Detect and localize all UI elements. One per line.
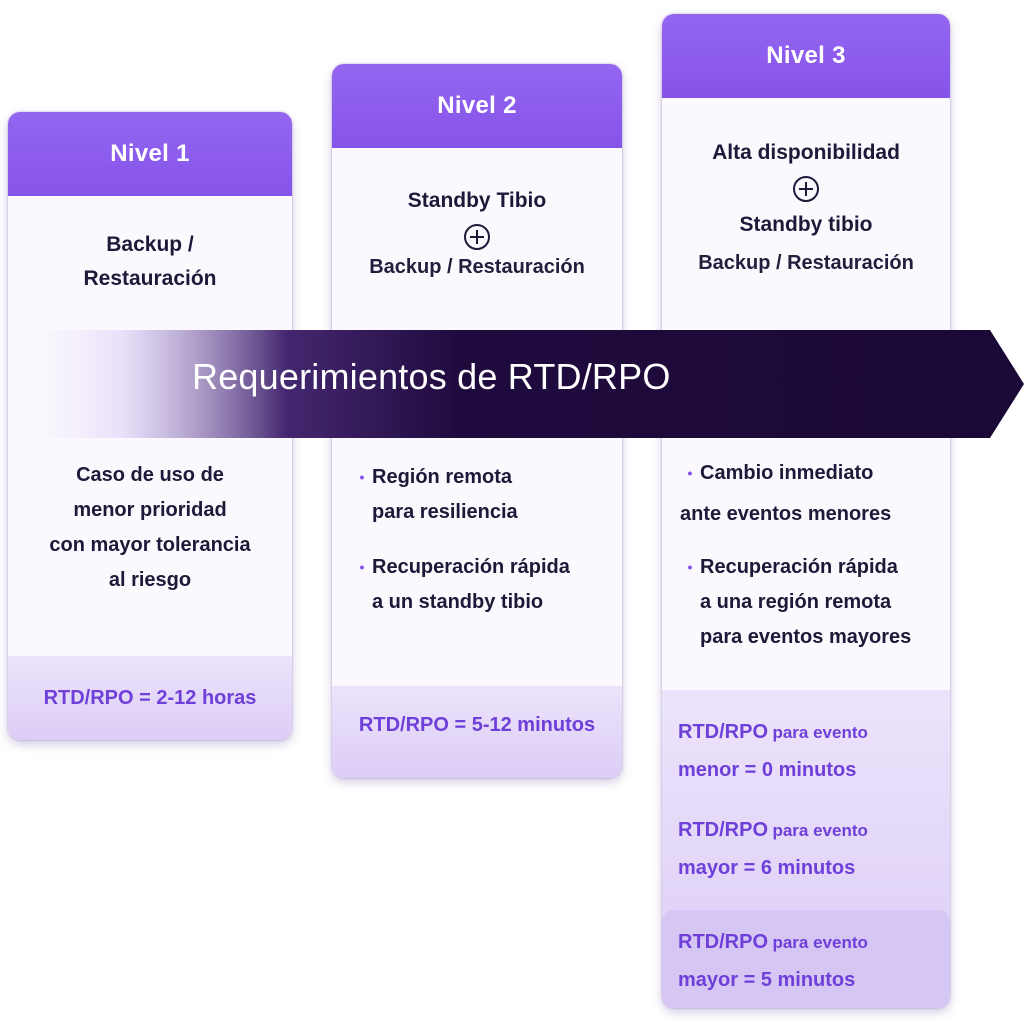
level-3-card: Nivel 3 Alta disponibilidad Standby tibi… (662, 14, 950, 1008)
level-1-header: Nivel 1 (8, 112, 292, 196)
rtd-rpo-suffix: para evento (772, 723, 868, 742)
bullet-line: ante eventos menores (680, 503, 892, 525)
rtd-rpo-label: RTD/RPO (678, 931, 768, 953)
plus-icon (662, 170, 950, 208)
rtd-rpo-label: RTD/RPO (678, 819, 768, 841)
rtd-rpo-label: RTD/RPO (678, 721, 768, 743)
level-1-card: Nivel 1 Backup / Restauración Caso de us… (8, 112, 292, 740)
level-1-description-line: al riesgo (108, 569, 192, 591)
level-1-title: Backup / Restauración (8, 228, 292, 296)
level-1-footer: RTD/RPO = 2-12 horas (8, 656, 292, 740)
level-1-rtd-rpo: RTD/RPO = 2-12 horas (43, 686, 257, 709)
bullet-line: para resiliencia (372, 501, 518, 523)
bullet-line: para eventos mayores (700, 626, 912, 648)
level-2-subtitle: Backup / Restauración (369, 256, 585, 278)
level-1-description-line: con mayor tolerancia (49, 534, 251, 556)
level-1-title-line: Restauración (83, 267, 217, 290)
requirements-title: Requerimientos de RTD/RPO (192, 356, 671, 397)
bullet-icon: • (687, 465, 693, 481)
bullet-line: Recuperación rápida (372, 556, 570, 578)
level-2-bullets: • Región remota para resiliencia • Recup… (332, 460, 622, 620)
bullet-line: Región remota (372, 466, 513, 488)
level-3-subtitle: Backup / Restauración (698, 252, 914, 274)
bullet-line: a una región remota (700, 591, 892, 613)
rtd-rpo-suffix: para evento (772, 821, 868, 840)
level-1-description-line: menor prioridad (73, 499, 227, 521)
level-3-title-block: Alta disponibilidad Standby tibio Backup… (662, 136, 950, 275)
level-2-rtd-rpo: RTD/RPO = 5-12 minutos (358, 714, 596, 736)
rtd-rpo-event-3: RTD/RPO para evento mayor = 5 minutos (662, 910, 950, 1008)
level-3-title-2: Standby tibio (739, 213, 873, 236)
rtd-rpo-value: menor = 0 minutos (678, 759, 857, 781)
bullet-icon: • (687, 559, 693, 575)
level-2-title: Standby Tibio (407, 189, 547, 212)
level-1-description: Caso de uso de menor prioridad con mayor… (8, 458, 292, 598)
plus-icon (332, 218, 622, 256)
bullet-line: Recuperación rápida (700, 556, 898, 578)
rtd-rpo-event-1: RTD/RPO para evento menor = 0 minutos (662, 714, 950, 788)
rtd-rpo-event-2: RTD/RPO para evento mayor = 6 minutos (662, 812, 950, 886)
level-3-bullets: • Cambio inmediato ante eventos menores … (662, 456, 950, 655)
bullet-item: • Región remota para resiliencia (352, 460, 622, 530)
bullet-icon: • (359, 559, 365, 575)
level-3-footer: RTD/RPO para evento menor = 0 minutos RT… (662, 690, 950, 1008)
bullet-icon: • (359, 469, 365, 485)
level-3-title: Alta disponibilidad (712, 141, 900, 164)
bullet-item: • Recuperación rápida a un standby tibio (352, 550, 622, 620)
level-3-header: Nivel 3 (662, 14, 950, 98)
bullet-item: • Recuperación rápida a una región remot… (680, 550, 950, 655)
level-2-title-block: Standby Tibio Backup / Restauración (332, 184, 622, 279)
level-1-title-line: Backup / (106, 233, 194, 256)
rtd-rpo-value: mayor = 6 minutos (678, 857, 856, 879)
level-2-card: Nivel 2 Standby Tibio Backup / Restaurac… (332, 64, 622, 778)
rtd-rpo-value: mayor = 5 minutos (678, 969, 856, 991)
level-2-header-label: Nivel 2 (437, 92, 517, 119)
bullet-line: a un standby tibio (372, 591, 544, 613)
level-2-footer: RTD/RPO = 5-12 minutos (332, 686, 622, 778)
level-2-header: Nivel 2 (332, 64, 622, 148)
level-1-header-label: Nivel 1 (110, 140, 190, 167)
bullet-item: • Cambio inmediato (680, 456, 950, 491)
level-1-description-line: Caso de uso de (76, 464, 224, 486)
bullet-line: Cambio inmediato (700, 462, 874, 484)
level-3-header-label: Nivel 3 (766, 42, 846, 69)
rtd-rpo-suffix: para evento (772, 933, 868, 952)
